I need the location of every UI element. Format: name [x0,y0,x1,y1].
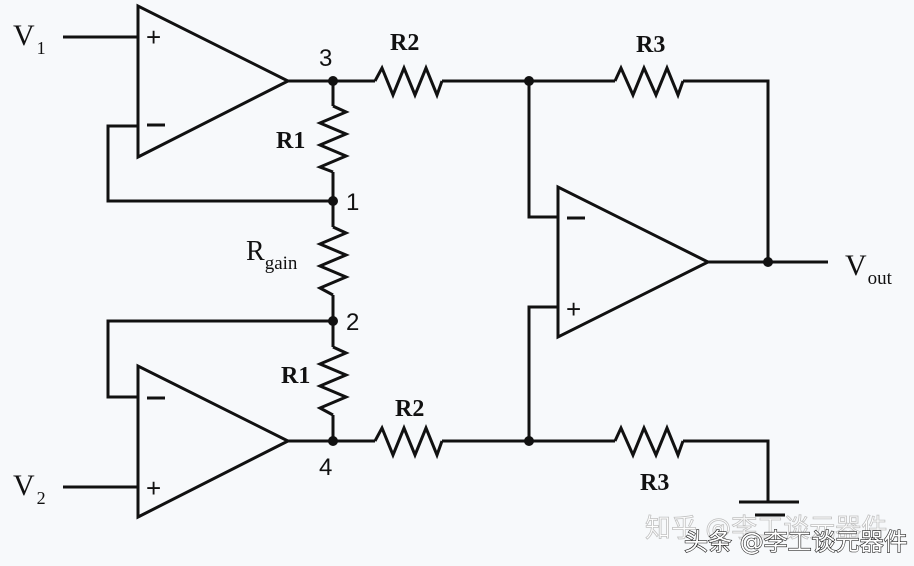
node-3-label: 3 [319,45,332,72]
opamp-a2-body [136,363,292,520]
rgain-label: Rgain [246,236,298,274]
resistor-r2-top [373,64,444,100]
r3-bottom-label: R3 [640,470,669,496]
r1-bottom-label: R1 [281,363,310,389]
node-1-dot [328,196,338,206]
ground-icon [739,500,799,517]
watermark-primary: 头条 @李工谈元器件 [684,528,908,556]
node-4-label: 4 [319,454,332,481]
opamp-a3-plus-sign: + [566,294,581,324]
wire-junction-a3-minus [527,81,558,219]
resistor-r3-bottom [613,424,685,460]
resistor-r1-top [315,104,350,174]
resistor-r2-bottom [373,424,444,460]
r3-top-label: R3 [636,32,665,58]
opamp-a2: + [136,363,292,520]
resistor-rgain [316,225,350,297]
opamp-a3-body [556,184,712,340]
a2-feedback-wire [106,319,333,399]
vout-label: Vout [845,249,893,289]
vout-node-dot [763,257,773,267]
wire-r3-bottom-ground [683,439,770,502]
r2-bottom-label: R2 [395,396,424,422]
wire-junction-a3-plus [527,305,558,441]
opamp-a1-body [136,3,292,160]
resistor-r1-bottom [316,345,350,417]
watermark-ghost: 知乎 @李工谈元器件 [645,514,887,544]
node-1-label: 1 [346,189,359,216]
node-2-dot [328,316,338,326]
r2-top-label: R2 [390,30,419,56]
node-2-label: 2 [346,309,359,336]
wire-r3-top-vout [683,79,770,262]
opamp-a1: + [136,3,292,160]
opamp-a2-plus-sign: + [146,473,161,503]
r1-top-label: R1 [276,128,305,154]
a1-feedback-wire [106,124,333,203]
opamp-a1-plus-sign: + [146,22,161,52]
resistor-r3-top [613,64,685,100]
opamp-a3: + [556,184,712,340]
